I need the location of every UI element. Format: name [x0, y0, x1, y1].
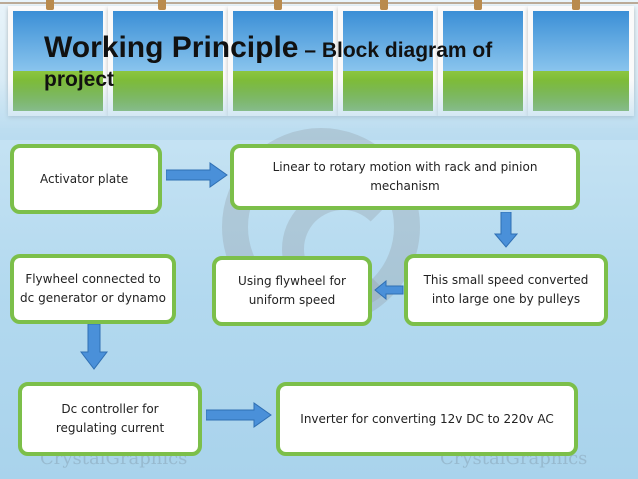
arrow-down-icon — [80, 324, 108, 370]
block-inverter: Inverter for converting 12v DC to 220v A… — [276, 382, 578, 456]
hanging-string — [0, 2, 638, 4]
block-linear-rotary-label: Linear to rotary motion with rack and pi… — [272, 160, 538, 193]
clothespin-icon — [274, 0, 282, 10]
title-line2: project — [44, 67, 115, 91]
block-speed-converter: This small speed converted into large on… — [404, 254, 608, 326]
arrow-right-icon — [206, 402, 272, 428]
arrow-down-icon — [494, 212, 518, 248]
clothespin-icon — [158, 0, 166, 10]
block-flywheel-uniform-label: Using flywheel for uniform speed — [238, 274, 346, 307]
clothespin-icon — [46, 0, 54, 10]
clothespin-icon — [572, 0, 580, 10]
block-activator-plate-label: Activator plate — [40, 171, 129, 186]
block-flywheel-generator-label: Flywheel connected to dc generator or dy… — [20, 272, 166, 305]
slide-title: Working Principle – Block diagram of pro… — [44, 30, 624, 92]
block-speed-converter-label: This small speed converted into large on… — [423, 273, 589, 306]
title-rest: Block diagram of — [321, 39, 493, 62]
arrow-right-icon — [166, 162, 228, 188]
block-linear-rotary: Linear to rotary motion with rack and pi… — [230, 144, 580, 210]
clothespin-icon — [474, 0, 482, 10]
title-main: Working Principle — [44, 31, 299, 64]
clothespin-icon — [380, 0, 388, 10]
arrow-left-icon — [374, 280, 404, 300]
block-flywheel-uniform: Using flywheel for uniform speed — [212, 256, 372, 326]
block-flywheel-generator: Flywheel connected to dc generator or dy… — [10, 254, 176, 324]
block-dc-controller: Dc controller for regulating current — [18, 382, 202, 456]
title-dash: – — [298, 39, 322, 62]
block-inverter-label: Inverter for converting 12v DC to 220v A… — [300, 411, 554, 426]
block-dc-controller-label: Dc controller for regulating current — [55, 402, 165, 435]
block-activator-plate: Activator plate — [10, 144, 162, 214]
